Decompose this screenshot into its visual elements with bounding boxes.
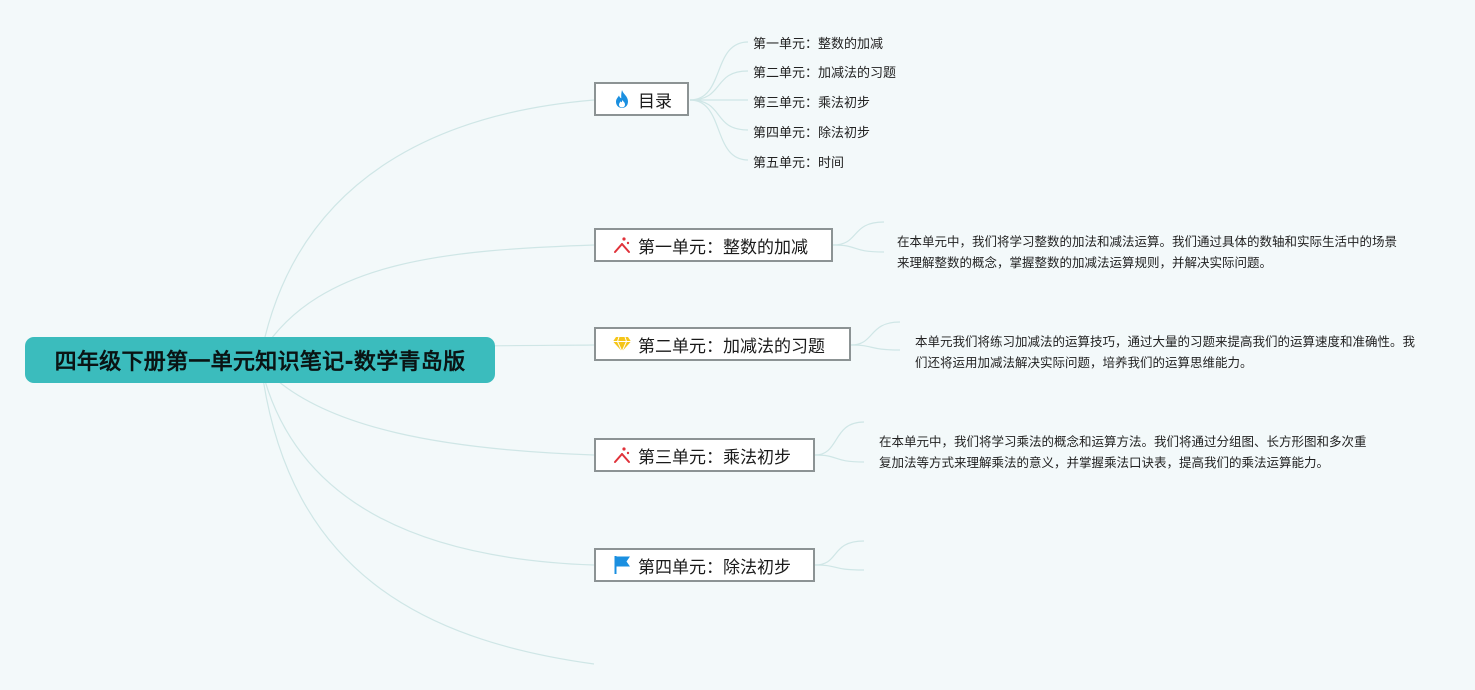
toc-item[interactable]: 第三单元：乘法初步 xyxy=(753,96,871,111)
connector-root-toc xyxy=(261,99,595,351)
branch-unit-1-label: 第一单元：整数的加减 xyxy=(638,237,808,258)
connector-toc-item5 xyxy=(689,99,749,161)
connector-root-unit3 xyxy=(261,365,595,456)
connector-root-unit4 xyxy=(261,369,595,566)
branch-unit-4-label: 第四单元：除法初步 xyxy=(638,557,791,578)
flame-icon xyxy=(612,89,632,109)
connector-unit4-desc-b xyxy=(814,564,865,571)
root-topic[interactable]: 四年级下册第一单元知识笔记-数学青岛版 xyxy=(25,337,495,383)
branch-unit-2[interactable]: 第二单元：加减法的习题 xyxy=(594,327,851,361)
connector-toc-item4 xyxy=(689,99,749,131)
connector-unit3-desc-b xyxy=(814,454,865,463)
unit-1-description: 在本单元中，我们将学习整数的加法和减法运算。我们通过具体的数轴和实际生活中的场景… xyxy=(897,234,1398,270)
toc-item[interactable]: 第一单元：整数的加减 xyxy=(753,37,884,52)
unit-3-description: 在本单元中，我们将学习乘法的概念和运算方法。我们将通过分组图、长方形图和多次重复… xyxy=(879,434,1367,470)
branch-unit-1[interactable]: 第一单元：整数的加减 xyxy=(594,228,833,262)
connector-root-unit5 xyxy=(261,371,595,665)
connector-toc-item2 xyxy=(689,70,749,101)
toc-item[interactable]: 第二单元：加减法的习题 xyxy=(753,66,897,81)
flag-icon xyxy=(612,555,632,575)
connector-unit2-desc-b xyxy=(850,344,901,351)
diamond-icon xyxy=(612,334,632,354)
branch-toc[interactable]: 目录 xyxy=(594,82,689,116)
sparkle-icon xyxy=(612,445,632,465)
branch-unit-3[interactable]: 第三单元：乘法初步 xyxy=(594,438,815,472)
sparkle-icon xyxy=(612,235,632,255)
branch-unit-2-label: 第二单元：加减法的习题 xyxy=(638,336,825,357)
unit-2-description: 本单元我们将练习加减法的运算技巧，通过大量的习题来提高我们的运算速度和准确性。我… xyxy=(915,334,1416,370)
connector-toc-item1 xyxy=(689,41,749,101)
connector-unit1-desc-b xyxy=(832,244,885,253)
branch-unit-4[interactable]: 第四单元：除法初步 xyxy=(594,548,815,582)
toc-item[interactable]: 第四单元：除法初步 xyxy=(753,126,871,141)
connector-unit1-desc xyxy=(832,221,885,246)
branch-toc-label: 目录 xyxy=(638,91,672,112)
connector-unit2-desc xyxy=(850,321,901,346)
branch-unit-3-label: 第三单元：乘法初步 xyxy=(638,447,791,468)
connector-unit3-desc xyxy=(814,421,865,456)
connector-root-unit1 xyxy=(261,244,595,353)
connector-unit4-desc xyxy=(814,540,865,566)
toc-item[interactable]: 第五单元：时间 xyxy=(753,156,845,171)
root-title: 四年级下册第一单元知识笔记-数学青岛版 xyxy=(54,350,466,375)
